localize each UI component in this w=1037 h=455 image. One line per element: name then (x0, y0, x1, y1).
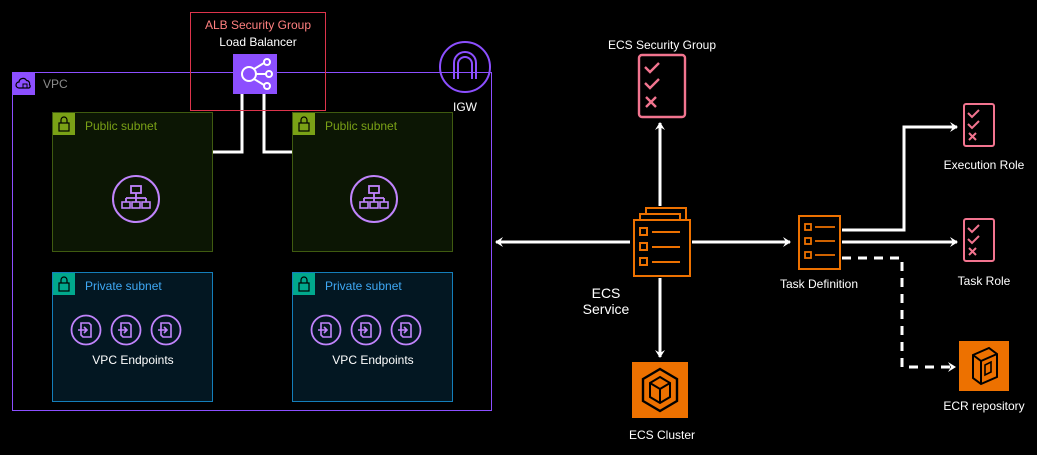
checklist-icon[interactable] (962, 102, 996, 148)
checklist-icon[interactable] (962, 217, 996, 263)
ecr-icon[interactable] (959, 341, 1009, 391)
taskdef-to-execution-role-connector (842, 122, 958, 232)
vpc-endpoint-icon[interactable] (390, 314, 422, 346)
ecs-cluster-icon[interactable] (632, 362, 688, 418)
vpc-endpoint-icon[interactable] (310, 314, 342, 346)
public-subnet-right: Public subnet (292, 112, 453, 252)
network-hierarchy-icon[interactable] (111, 174, 161, 224)
private-subnet-right: Private subnet VPC Endpoints (292, 272, 453, 402)
lock-icon (293, 113, 315, 135)
lock-icon (293, 273, 315, 295)
task-role-label: Task Role (957, 274, 1011, 288)
public-subnet-left: Public subnet (52, 112, 213, 252)
task-definition-icon[interactable] (797, 214, 842, 271)
ecs-cluster-label: ECS Cluster (628, 428, 696, 442)
ecs-service-icon[interactable] (632, 206, 692, 278)
vpc-endpoint-icon[interactable] (70, 314, 102, 346)
internet-gateway-icon[interactable] (439, 41, 491, 93)
public-subnet-label: Public subnet (325, 119, 398, 133)
vpc-label: VPC (43, 77, 68, 91)
lock-icon (53, 113, 75, 135)
vpc-endpoint-icon[interactable] (150, 314, 182, 346)
execution-role-label: Execution Role (943, 158, 1025, 172)
private-subnet-label: Private subnet (85, 279, 162, 293)
private-subnet-label: Private subnet (325, 279, 402, 293)
vpc-endpoints-label: VPC Endpoints (92, 353, 174, 367)
alb-security-group: ALB Security Group Load Balancer (190, 12, 326, 111)
vpc-endpoint-icon[interactable] (110, 314, 142, 346)
ecs-service-label-line1: ECS (591, 285, 621, 301)
taskdef-to-ecr-connector (842, 256, 956, 372)
vpc-endpoint-icon[interactable] (350, 314, 382, 346)
lock-icon (53, 273, 75, 295)
public-subnet-label: Public subnet (85, 119, 158, 133)
ecr-repository-label: ECR repository (943, 399, 1025, 413)
load-balancer-label: Load Balancer (219, 35, 297, 49)
checklist-icon[interactable] (637, 53, 687, 119)
private-subnet-left: Private subnet VPC Endpoints (52, 272, 213, 402)
alb-sg-title: ALB Security Group (204, 18, 312, 32)
vpc-cloud-icon (13, 73, 35, 95)
ecs-service-label-line2: Service (582, 301, 630, 317)
task-definition-label: Task Definition (779, 277, 859, 291)
network-hierarchy-icon[interactable] (349, 174, 399, 224)
vpc-endpoints-label: VPC Endpoints (332, 353, 414, 367)
igw-label: IGW (453, 100, 477, 114)
load-balancer-icon[interactable] (233, 54, 277, 94)
ecs-sg-label: ECS Security Group (607, 38, 717, 52)
